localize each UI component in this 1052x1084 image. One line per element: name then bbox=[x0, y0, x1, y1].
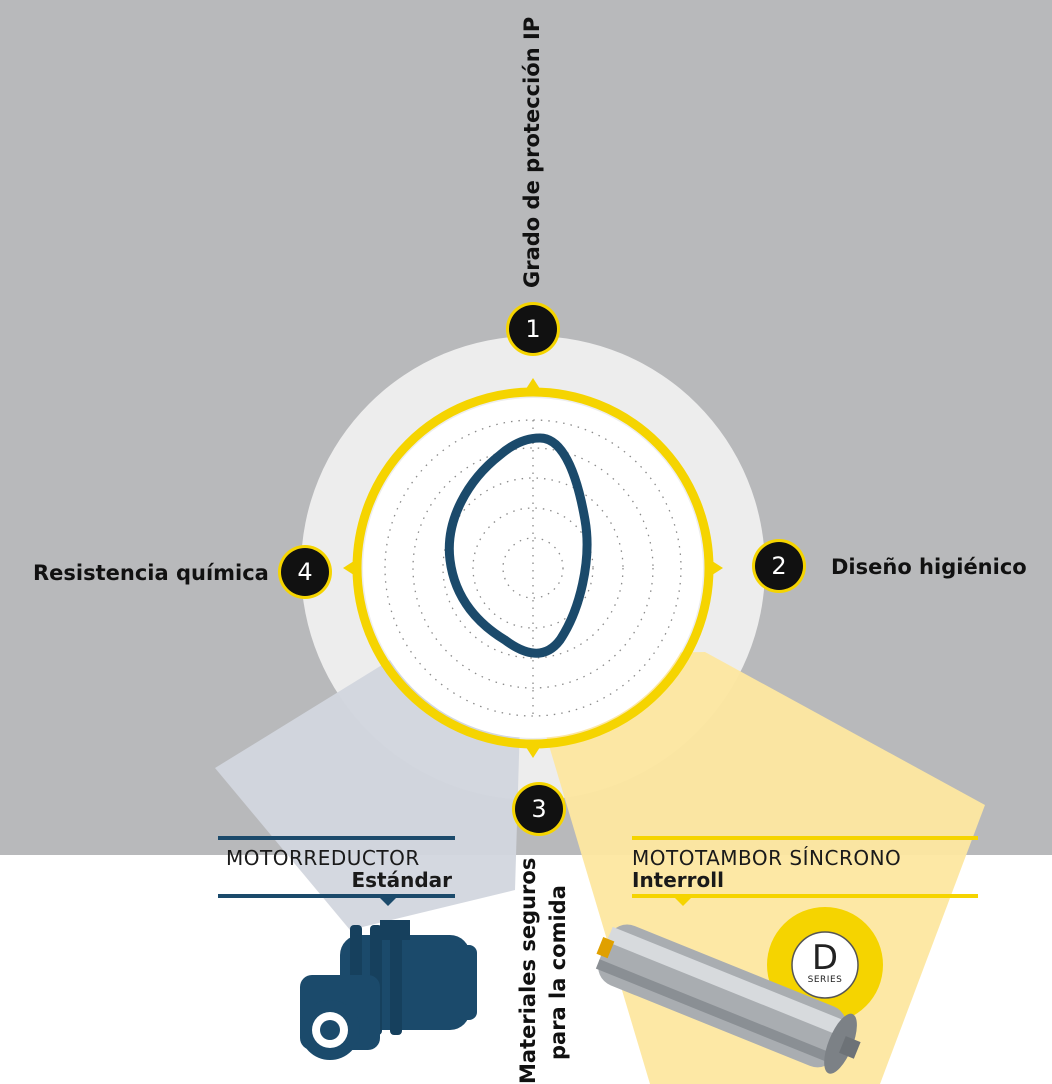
criterion-4-label: Resistencia química bbox=[33, 561, 269, 585]
d-series-text: SERIES bbox=[807, 975, 843, 985]
criterion-3-label-line2: para la comida bbox=[546, 885, 570, 1060]
criterion-1-number: 1 bbox=[509, 305, 557, 353]
interroll-caption-line1: MOTOTAMBOR SÍNCRONO bbox=[632, 846, 902, 870]
arrow-bottom bbox=[524, 744, 542, 758]
criterion-3-label-line1: Materiales seguros bbox=[516, 857, 540, 1084]
standard-caption-line1: MOTORREDUCTOR bbox=[226, 846, 420, 870]
criterion-2-number: 2 bbox=[755, 542, 803, 590]
standard-caption-line2: Estándar bbox=[351, 868, 452, 892]
arrow-right bbox=[709, 559, 723, 577]
standard-profile bbox=[444, 433, 592, 658]
arrow-top bbox=[524, 378, 542, 392]
interroll-caption: MOTOTAMBOR SÍNCRONO Interroll bbox=[632, 847, 978, 891]
criterion-2-label: Diseño higiénico bbox=[831, 555, 1027, 579]
criterion-4-number: 4 bbox=[281, 548, 329, 596]
drum-motor-image bbox=[595, 907, 883, 1074]
grid-rings bbox=[384, 419, 682, 717]
d-series-letter: D bbox=[811, 938, 839, 978]
inner-circle bbox=[363, 398, 703, 738]
gear-motor-image bbox=[300, 920, 477, 1060]
criterion-3-number: 3 bbox=[515, 785, 563, 833]
interroll-pointer bbox=[675, 898, 691, 906]
interroll-caption-line2: Interroll bbox=[632, 868, 724, 892]
standard-pointer bbox=[380, 898, 396, 906]
criterion-1-label: Grado de protección IP bbox=[520, 16, 544, 288]
standard-caption: MOTORREDUCTOR Estándar bbox=[226, 847, 452, 891]
arrow-left bbox=[343, 559, 357, 577]
